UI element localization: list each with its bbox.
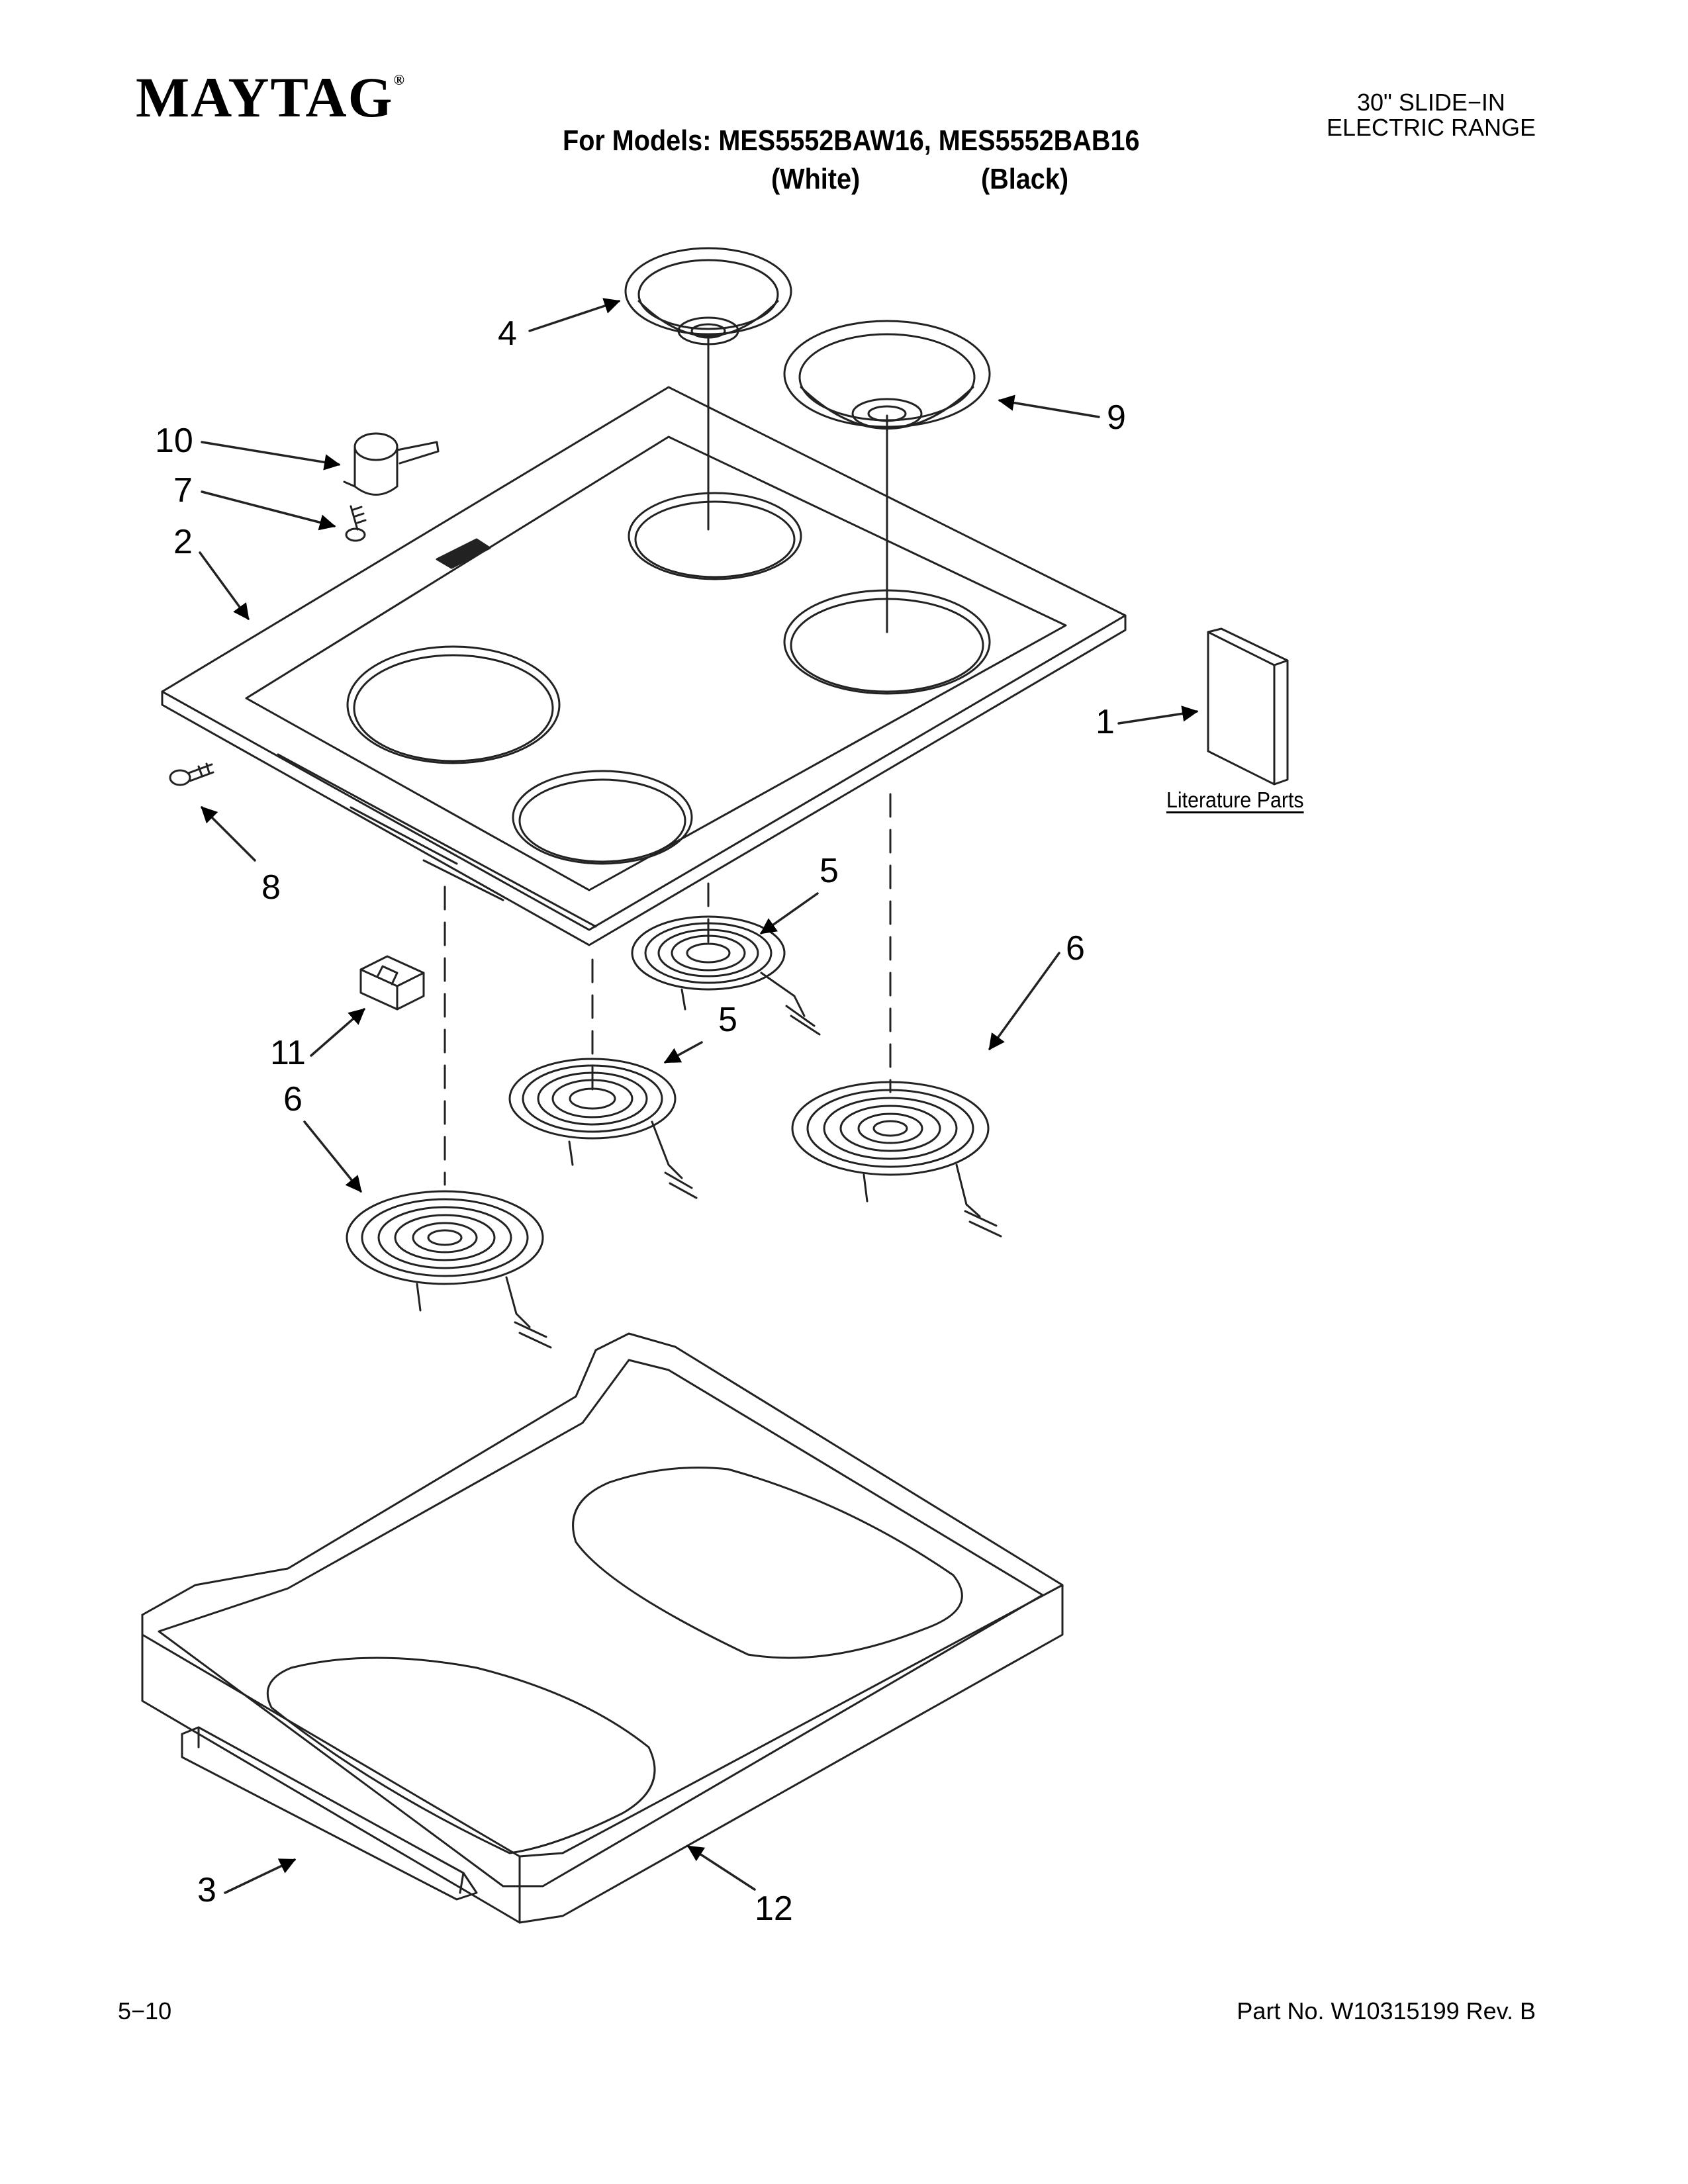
callout-7: 7 xyxy=(173,471,193,510)
callout-3: 3 xyxy=(197,1871,216,1909)
part-number: Part No. W10315199 Rev. B xyxy=(1237,1997,1536,2025)
callout-5-lower: 5 xyxy=(718,1001,737,1039)
callout-6-right: 6 xyxy=(1066,929,1085,968)
alignment-lines-solid xyxy=(707,333,888,633)
callout-9: 9 xyxy=(1107,398,1126,437)
callout-5-upper: 5 xyxy=(820,852,839,890)
callout-6-left: 6 xyxy=(283,1080,303,1118)
callout-1: 1 xyxy=(1096,703,1115,741)
models-heading: For Models: MES5552BAW16, MES5552BAB16 xyxy=(563,124,1140,157)
brand-name: MAYTAG xyxy=(136,66,394,129)
variant-white: (White) xyxy=(771,163,861,195)
literature-parts-label: Literature Parts xyxy=(1166,788,1304,812)
brand-logo: MAYTAG® xyxy=(136,69,406,126)
cooktop-main-top xyxy=(161,386,1127,946)
callout-10: 10 xyxy=(155,422,193,460)
product-type-line1: 30" SLIDE−IN xyxy=(1357,89,1505,116)
registered-mark: ® xyxy=(393,71,406,88)
surface-element-large-left xyxy=(346,1190,552,1349)
surface-element-small-lower xyxy=(508,1058,698,1199)
screw-7 xyxy=(345,505,367,542)
hinge-bracket xyxy=(343,432,440,496)
literature-book xyxy=(1207,627,1289,786)
callout-leaders xyxy=(199,298,1199,1894)
callout-4: 4 xyxy=(498,314,517,353)
drip-bowl-large xyxy=(783,320,991,430)
burner-box-pan xyxy=(141,1332,1064,1924)
surface-element-small-upper xyxy=(631,915,821,1036)
product-type: 30" SLIDE−IN ELECTRIC RANGE xyxy=(1327,90,1536,140)
drip-bowl-small xyxy=(624,247,792,345)
spacer-block xyxy=(359,955,425,1011)
callout-2: 2 xyxy=(173,523,193,561)
surface-element-large-right xyxy=(791,1081,1002,1238)
callout-8: 8 xyxy=(261,868,281,907)
callout-11: 11 xyxy=(270,1034,306,1072)
screw-8 xyxy=(169,762,214,786)
variant-black: (Black) xyxy=(981,163,1069,195)
alignment-lines xyxy=(444,793,892,1186)
trim-strip xyxy=(181,1726,478,1901)
product-type-line2: ELECTRIC RANGE xyxy=(1326,113,1536,141)
callout-12: 12 xyxy=(755,1889,793,1928)
page-number: 5−10 xyxy=(118,1997,172,2025)
